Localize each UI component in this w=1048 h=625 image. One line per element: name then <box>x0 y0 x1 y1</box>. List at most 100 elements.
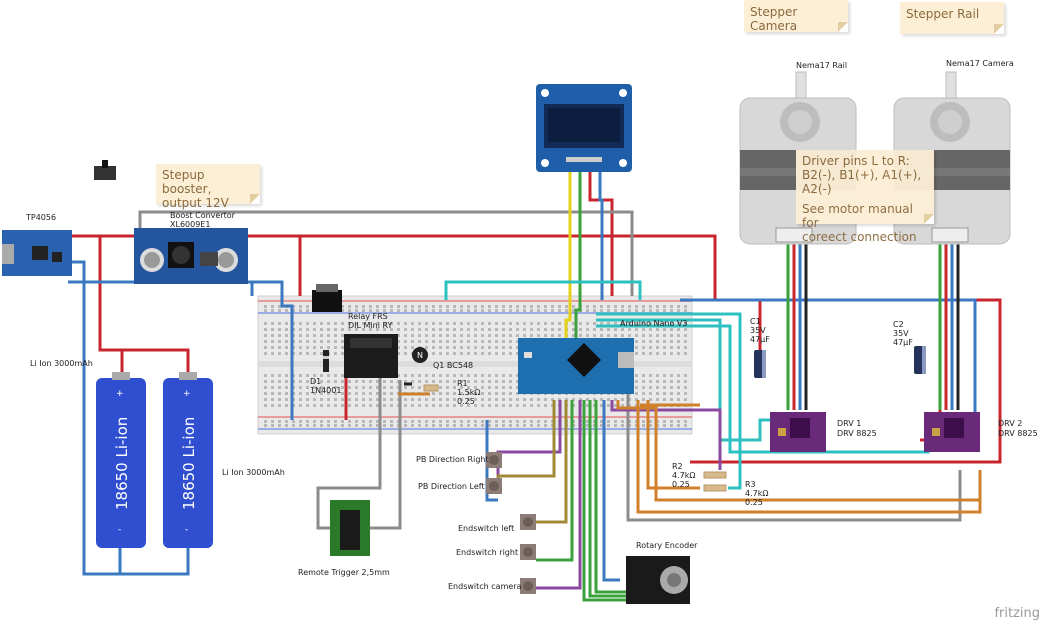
breadboard-hole <box>551 309 554 312</box>
breadboard-hole <box>327 392 330 395</box>
breadboard-hole <box>453 346 456 349</box>
breadboard-hole <box>264 305 267 308</box>
breadboard-hole <box>467 305 470 308</box>
breadboard-hole <box>586 424 589 427</box>
breadboard-hole <box>516 398 519 401</box>
breadboard-hole <box>278 380 281 383</box>
breadboard-hole <box>327 328 330 331</box>
breadboard-hole <box>663 334 666 337</box>
breadboard-hole <box>369 420 372 423</box>
breadboard-hole <box>278 374 281 377</box>
breadboard-hole <box>411 340 414 343</box>
breadboard-hole <box>509 424 512 427</box>
breadboard-hole <box>495 392 498 395</box>
breadboard-hole <box>299 386 302 389</box>
breadboard-hole <box>299 404 302 407</box>
breadboard-hole <box>285 424 288 427</box>
breadboard-hole <box>460 374 463 377</box>
driver-drv1 <box>770 412 826 452</box>
breadboard-hole <box>614 334 617 337</box>
breadboard-hole <box>404 404 407 407</box>
breadboard-hole <box>383 328 386 331</box>
breadboard-hole <box>425 398 428 401</box>
label-d1-a: D1 <box>310 377 321 386</box>
breadboard-hole <box>362 309 365 312</box>
breadboard-hole <box>593 334 596 337</box>
pushbutton-direction-left <box>486 478 502 494</box>
breadboard-hole <box>677 340 680 343</box>
breadboard-hole <box>677 305 680 308</box>
breadboard-hole <box>418 305 421 308</box>
breadboard-hole <box>313 398 316 401</box>
breadboard-hole <box>586 322 589 325</box>
breadboard-hole <box>334 420 337 423</box>
breadboard-hole <box>502 380 505 383</box>
breadboard-hole <box>495 420 498 423</box>
breadboard-hole <box>600 305 603 308</box>
breadboard-hole <box>278 309 281 312</box>
breadboard-hole <box>362 424 365 427</box>
breadboard-hole <box>684 340 687 343</box>
breadboard-hole <box>341 352 344 355</box>
breadboard-hole <box>453 352 456 355</box>
breadboard-hole <box>677 374 680 377</box>
breadboard-hole <box>467 334 470 337</box>
label-drv1-a: DRV 1 <box>837 419 861 428</box>
breadboard-hole <box>502 386 505 389</box>
wire-orange <box>636 400 982 514</box>
breadboard-hole <box>635 392 638 395</box>
breadboard-hole <box>453 398 456 401</box>
breadboard-hole <box>481 352 484 355</box>
breadboard-hole <box>481 420 484 423</box>
breadboard-hole <box>684 398 687 401</box>
breadboard-hole <box>621 305 624 308</box>
breadboard-hole <box>635 328 638 331</box>
breadboard-hole <box>299 346 302 349</box>
breadboard-hole <box>453 309 456 312</box>
breadboard-hole <box>320 374 323 377</box>
breadboard-hole <box>390 392 393 395</box>
breadboard-hole <box>320 398 323 401</box>
tp4056-module <box>2 230 72 276</box>
breadboard-hole <box>411 328 414 331</box>
breadboard-hole <box>614 398 617 401</box>
breadboard-hole <box>439 374 442 377</box>
breadboard-hole <box>362 386 365 389</box>
breadboard-hole <box>537 328 540 331</box>
breadboard-hole <box>488 386 491 389</box>
breadboard-hole <box>376 322 379 325</box>
breadboard-hole <box>376 380 379 383</box>
label-drv2-b: DRV 8825 <box>998 429 1038 438</box>
breadboard-hole <box>488 380 491 383</box>
label-c1-c: 47µF <box>750 335 770 344</box>
breadboard-hole <box>516 340 519 343</box>
breadboard-hole <box>628 334 631 337</box>
breadboard-hole <box>460 386 463 389</box>
breadboard-hole <box>649 380 652 383</box>
breadboard-hole <box>509 346 512 349</box>
breadboard-hole <box>537 334 540 337</box>
breadboard-hole <box>299 305 302 308</box>
breadboard-hole <box>432 374 435 377</box>
label-r1-b: 1.5kΩ <box>457 388 480 397</box>
breadboard-hole <box>439 380 442 383</box>
breadboard-hole <box>439 309 442 312</box>
breadboard-hole <box>404 305 407 308</box>
breadboard-hole <box>306 309 309 312</box>
breadboard-hole <box>355 386 358 389</box>
breadboard-hole <box>278 322 281 325</box>
breadboard-hole <box>418 420 421 423</box>
breadboard-hole <box>320 392 323 395</box>
breadboard-hole <box>481 392 484 395</box>
breadboard-hole <box>642 352 645 355</box>
breadboard-hole <box>502 398 505 401</box>
label-es-camera: Endswitch camera <box>448 582 522 591</box>
breadboard-hole <box>677 386 680 389</box>
breadboard-hole <box>271 392 274 395</box>
breadboard-hole <box>544 420 547 423</box>
breadboard-hole <box>404 374 407 377</box>
breadboard-hole <box>516 380 519 383</box>
wire-blue <box>598 170 604 300</box>
breadboard-hole <box>467 374 470 377</box>
breadboard-hole <box>642 305 645 308</box>
